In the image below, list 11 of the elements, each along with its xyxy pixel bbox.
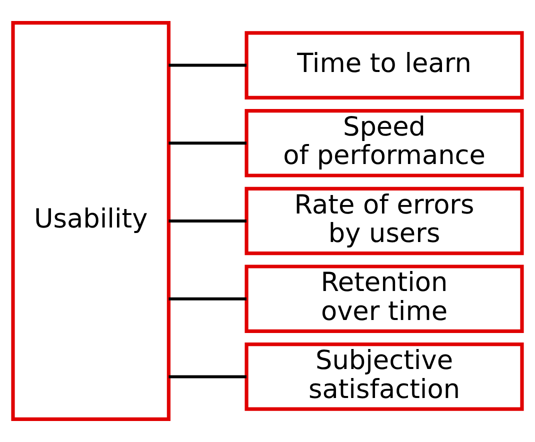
node-box: Retention over time bbox=[244, 264, 524, 333]
node-box: Usability bbox=[11, 21, 170, 421]
connector bbox=[168, 64, 246, 67]
node-box: Speed of performance bbox=[244, 109, 524, 178]
connector bbox=[168, 220, 246, 222]
node-box: Rate of errors by users bbox=[244, 186, 524, 256]
node-box: Subjective satisfaction bbox=[244, 342, 524, 411]
connector bbox=[168, 142, 246, 145]
connector bbox=[168, 375, 246, 378]
connector bbox=[168, 297, 246, 300]
node-box: Time to learn bbox=[244, 31, 524, 100]
